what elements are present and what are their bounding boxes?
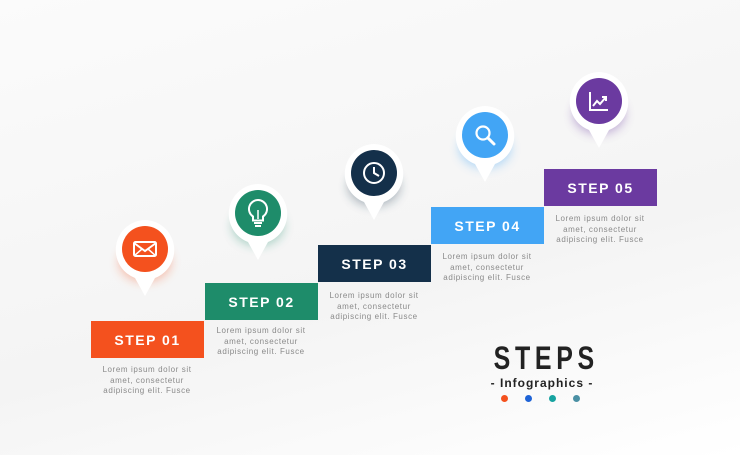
step-03-marker — [342, 142, 406, 222]
step-02-description: Lorem ipsum dolor sit amet, consectetur … — [216, 326, 306, 356]
step-04-marker — [453, 104, 517, 184]
step-01-marker — [113, 218, 177, 298]
color-dot-4 — [573, 395, 580, 402]
infographic-title: STEPS — [493, 340, 599, 376]
envelope-icon — [133, 241, 157, 257]
step-05-label: STEP 05 — [567, 179, 634, 196]
step-05-bar: STEP 05 — [544, 169, 657, 206]
lightbulb-icon — [247, 198, 269, 227]
step-02-bar: STEP 02 — [205, 283, 318, 320]
step-03-bar: STEP 03 — [318, 245, 431, 282]
step-01-bar: STEP 01 — [91, 321, 204, 358]
infographic-subtitle: - Infographics - — [490, 376, 594, 390]
search-icon — [475, 125, 496, 146]
step-05-description: Lorem ipsum dolor sit amet, consectetur … — [555, 214, 645, 244]
chart-growth-icon — [589, 92, 608, 111]
step-04-bar: STEP 04 — [431, 207, 544, 244]
clock-icon — [363, 162, 385, 184]
step-01-label: STEP 01 — [114, 331, 181, 348]
step-03-description: Lorem ipsum dolor sit amet, consectetur … — [329, 291, 419, 321]
color-dot-2 — [525, 395, 532, 402]
color-dot-1 — [501, 395, 508, 402]
step-05-marker — [567, 70, 631, 150]
step-04-label: STEP 04 — [454, 217, 521, 234]
step-02-marker — [226, 182, 290, 262]
step-01-description: Lorem ipsum dolor sit amet, consectetur … — [102, 365, 192, 395]
step-04-description: Lorem ipsum dolor sit amet, consectetur … — [442, 252, 532, 282]
color-dot-3 — [549, 395, 556, 402]
step-02-label: STEP 02 — [228, 293, 295, 310]
step-03-label: STEP 03 — [341, 255, 408, 272]
